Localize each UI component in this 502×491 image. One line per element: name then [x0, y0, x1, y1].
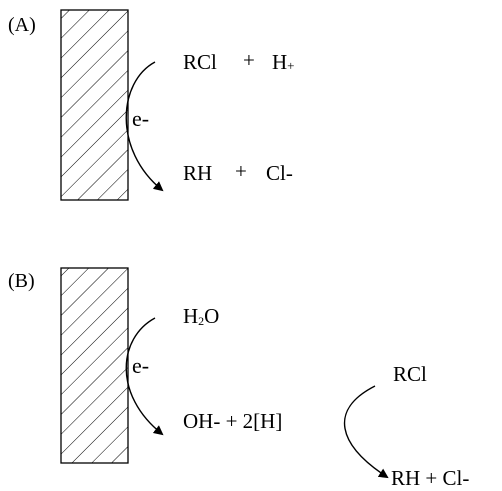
electrode-a — [60, 9, 129, 201]
plus-sign: + — [243, 48, 255, 72]
product-chloride: Cl- — [266, 161, 293, 185]
plus-sign: + — [235, 159, 247, 183]
hydroxide-and-atomic-hydrogen: OH- + 2[H] — [183, 409, 283, 433]
electron-arrow-b — [125, 317, 164, 436]
electron-label-b: e- — [132, 353, 150, 378]
final-product: RH + Cl- — [391, 466, 470, 490]
panel-a-label: (A) — [8, 14, 36, 36]
water: H2O — [183, 304, 220, 328]
electron-arrow-a — [125, 61, 164, 192]
panel-b-label: (B) — [8, 270, 35, 292]
rcl-label: RCl — [393, 362, 427, 386]
reduction-arrow-b — [343, 385, 389, 479]
proton-h: H — [272, 50, 288, 74]
water-subscript: 2 — [198, 314, 205, 328]
proton-charge: + — [287, 58, 295, 73]
reactant-rcl: RCl — [183, 50, 217, 74]
water-o: O — [204, 304, 220, 328]
electron-label-a: e- — [132, 106, 150, 131]
water-h: H — [183, 304, 199, 328]
electrode-b — [60, 267, 129, 464]
product-rh: RH — [183, 161, 213, 185]
reactant-proton: H+ — [272, 52, 295, 73]
